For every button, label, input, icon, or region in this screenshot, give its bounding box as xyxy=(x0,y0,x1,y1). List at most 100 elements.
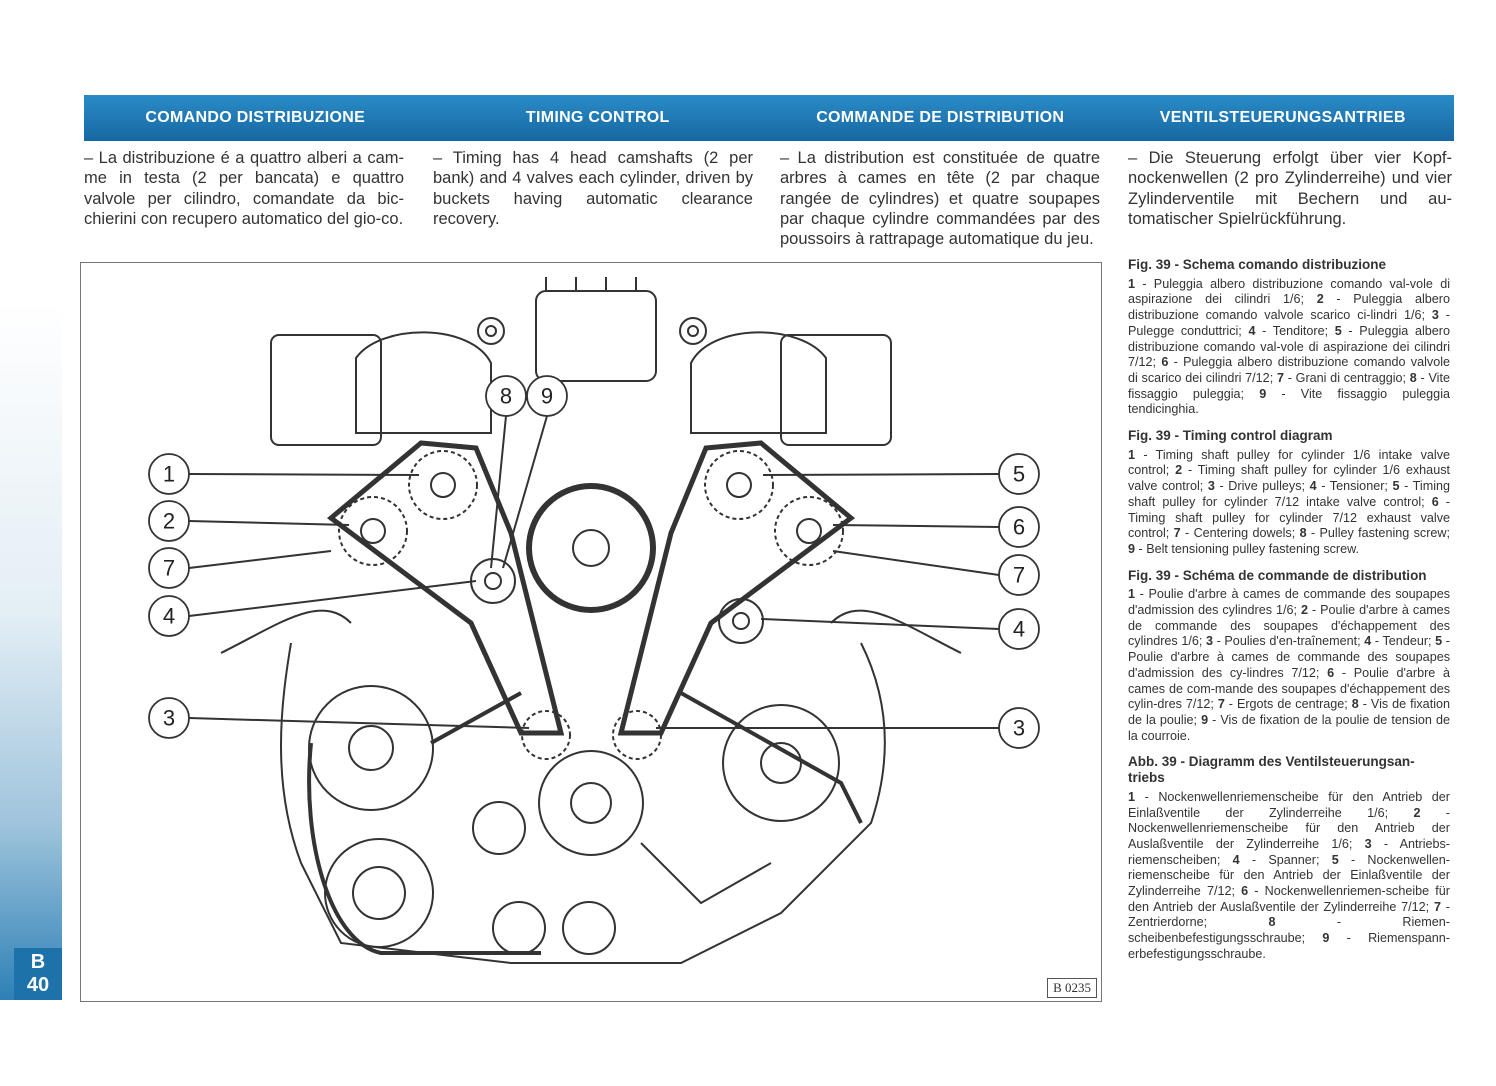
header-english: TIMING CONTROL xyxy=(525,109,670,126)
legend-number: 9 xyxy=(1259,386,1267,401)
legend-text: - Vite fissaggio puleggia tendicinghia. xyxy=(1128,386,1450,417)
legend-text: - Vis de fixation de la poulie de tensio… xyxy=(1128,712,1450,743)
legend-number: 7 xyxy=(1173,526,1181,541)
legend-number: 2 xyxy=(1316,292,1324,307)
callout-circle-left-4 xyxy=(148,595,190,637)
legend-text: - Pulley fastening screw; xyxy=(1306,526,1450,541)
legend-number: 1 xyxy=(1128,447,1136,462)
caption-title: Abb. 39 - Diagramm des Ventilsteuerungsa… xyxy=(1128,754,1415,786)
legend-text: - Nockenwellen-riemenscheibe für den Ant… xyxy=(1128,852,1450,899)
caption-german: Abb. 39 - Diagramm des Ventilsteuerungsa… xyxy=(1128,754,1450,962)
legend-text: - Pulegge conduttrici; xyxy=(1128,308,1450,338)
intro-english: – Timing has 4 head camshafts (2 per ban… xyxy=(433,149,753,228)
legend-number: 2 xyxy=(1413,805,1421,820)
legend-number: 7 xyxy=(1276,370,1284,385)
legend-number: 8 xyxy=(1409,370,1417,385)
right-throttle-body xyxy=(780,334,892,446)
caption-body: 1 - Puleggia albero distribuzione comand… xyxy=(1128,277,1450,418)
legend-text: - Puleggia albero distribuzione comando … xyxy=(1128,276,1450,307)
caption-body: 1 - Poulie d'arbre à cames de commande d… xyxy=(1128,587,1450,744)
legend-number: 7 xyxy=(1217,697,1225,712)
callout-left-4: 4 xyxy=(163,604,175,629)
callout-circle-left-3 xyxy=(148,697,190,739)
callout-circle-left-1 xyxy=(148,453,190,495)
callout-left-2: 2 xyxy=(163,509,175,534)
caption-title: Fig. 39 - Schéma de commande de distribu… xyxy=(1128,567,1427,583)
central-gear xyxy=(526,483,656,613)
legend-number: 4 xyxy=(1248,323,1256,338)
pulley-1 xyxy=(408,450,478,520)
page-number-tab: B 40 xyxy=(14,948,62,1000)
legend-number: 1 xyxy=(1128,276,1136,291)
header-french: COMMANDE DE DISTRIBUTION xyxy=(816,109,1065,126)
engine-timing-drawing: 1 2 7 4 3 5 6 7 4 3 8 9 xyxy=(148,277,1040,964)
intro-german: – Die Steuerung erfolgt über vier Kopf-n… xyxy=(1128,149,1452,228)
legend-number: 3 xyxy=(1364,836,1372,851)
callout-circle-right-4 xyxy=(998,608,1040,650)
legend-text: - Puleggia albero distribuzione comando … xyxy=(1128,323,1450,370)
right-intake-housing xyxy=(690,331,827,434)
left-timing-belt xyxy=(326,440,565,736)
engine-block-outline xyxy=(280,642,886,964)
callout-right-3: 3 xyxy=(1013,716,1025,741)
left-intake-housing xyxy=(355,331,492,434)
page-number: 40 xyxy=(26,974,50,996)
callout-circle-left-7 xyxy=(148,547,190,589)
legend-number: 3 xyxy=(1431,308,1439,323)
pulley-6 xyxy=(774,496,844,566)
legend-text: - Timing shaft pulley for cylinder 7/12 … xyxy=(1128,494,1451,541)
header-german: VENTILSTEUERUNGSANTRIEB xyxy=(1159,109,1406,126)
legend-text: - Poulie d'arbre à cames de commande des… xyxy=(1128,587,1450,618)
caption-french: Fig. 39 - Schéma de commande de distribu… xyxy=(1128,568,1450,745)
section-header-bar: COMANDO DISTRIBUZIONE TIMING CONTROL COM… xyxy=(84,95,1454,141)
legend-number: 4 xyxy=(1232,852,1240,867)
drive-pulley-left xyxy=(521,710,571,760)
legend-text: - Zentrierdorne; xyxy=(1128,899,1450,930)
alternator-pulley xyxy=(722,704,840,822)
callout-left-7: 7 xyxy=(163,556,175,581)
legend-number: 9 xyxy=(1128,541,1136,556)
right-timing-belt xyxy=(617,440,856,736)
caption-italian: Fig. 39 - Schema comando distribuzione 1… xyxy=(1128,257,1450,418)
header-italian: COMANDO DISTRIBUZIONE xyxy=(145,109,366,126)
legend-text: - Riemenspann-erbefestigungsschraube. xyxy=(1128,931,1450,961)
legend-text: - Ergots de centrage; xyxy=(1224,697,1352,712)
tensioner-right xyxy=(718,598,764,644)
figure-captions: Fig. 39 - Schema comando distribuzione 1… xyxy=(1128,257,1450,973)
callout-right-5: 5 xyxy=(1013,462,1025,487)
legend-text: - Puleggia albero distribuzione comando … xyxy=(1128,292,1451,323)
callout-circle-left-2 xyxy=(148,500,190,542)
accessory-belt xyxy=(307,691,863,955)
legend-text: - Centering dowels; xyxy=(1180,526,1300,541)
page-side-gradient xyxy=(0,300,62,1000)
legend-number: 7 xyxy=(1433,899,1441,914)
callout-right-7: 7 xyxy=(1013,563,1025,588)
legend-text: - Riemen-scheibenbefestigungsschraube; xyxy=(1128,915,1450,946)
legend-number: 8 xyxy=(1299,526,1307,541)
legend-number: 6 xyxy=(1161,355,1169,370)
legend-text: - Poulie d'arbre à cames de commande des… xyxy=(1128,634,1450,680)
legend-number: 9 xyxy=(1201,712,1209,727)
callout-circle-top-9 xyxy=(526,375,568,417)
ac-compressor-pulley xyxy=(308,685,434,811)
legend-number: 3 xyxy=(1205,634,1213,649)
callout-circle-right-7 xyxy=(998,554,1040,596)
drive-pulley-right xyxy=(612,710,662,760)
callout-left-3: 3 xyxy=(163,706,175,731)
legend-text: - Poulies d'en-traînement; xyxy=(1212,634,1365,649)
legend-number: 6 xyxy=(1327,665,1335,680)
legend-number: 6 xyxy=(1431,494,1439,509)
legend-number: 3 xyxy=(1207,479,1215,494)
figure-code: B 0235 xyxy=(1047,978,1097,998)
timing-diagram-figure: 1 2 7 4 3 5 6 7 4 3 8 9 B 0235 xyxy=(80,262,1102,1002)
callout-right-4: 4 xyxy=(1013,617,1025,642)
pulley-2 xyxy=(338,496,408,566)
legend-text: - Tensioner; xyxy=(1316,479,1393,494)
left-throttle-body xyxy=(270,334,382,446)
pulley-5 xyxy=(704,450,774,520)
legend-text: - Puleggia albero distribuzione comando … xyxy=(1128,355,1450,385)
section-letter: B xyxy=(30,951,46,973)
legend-number: 2 xyxy=(1175,463,1183,478)
crank-pulley xyxy=(538,750,644,856)
legend-text: - Timing shaft pulley for cylinder 7/12 … xyxy=(1128,479,1450,509)
